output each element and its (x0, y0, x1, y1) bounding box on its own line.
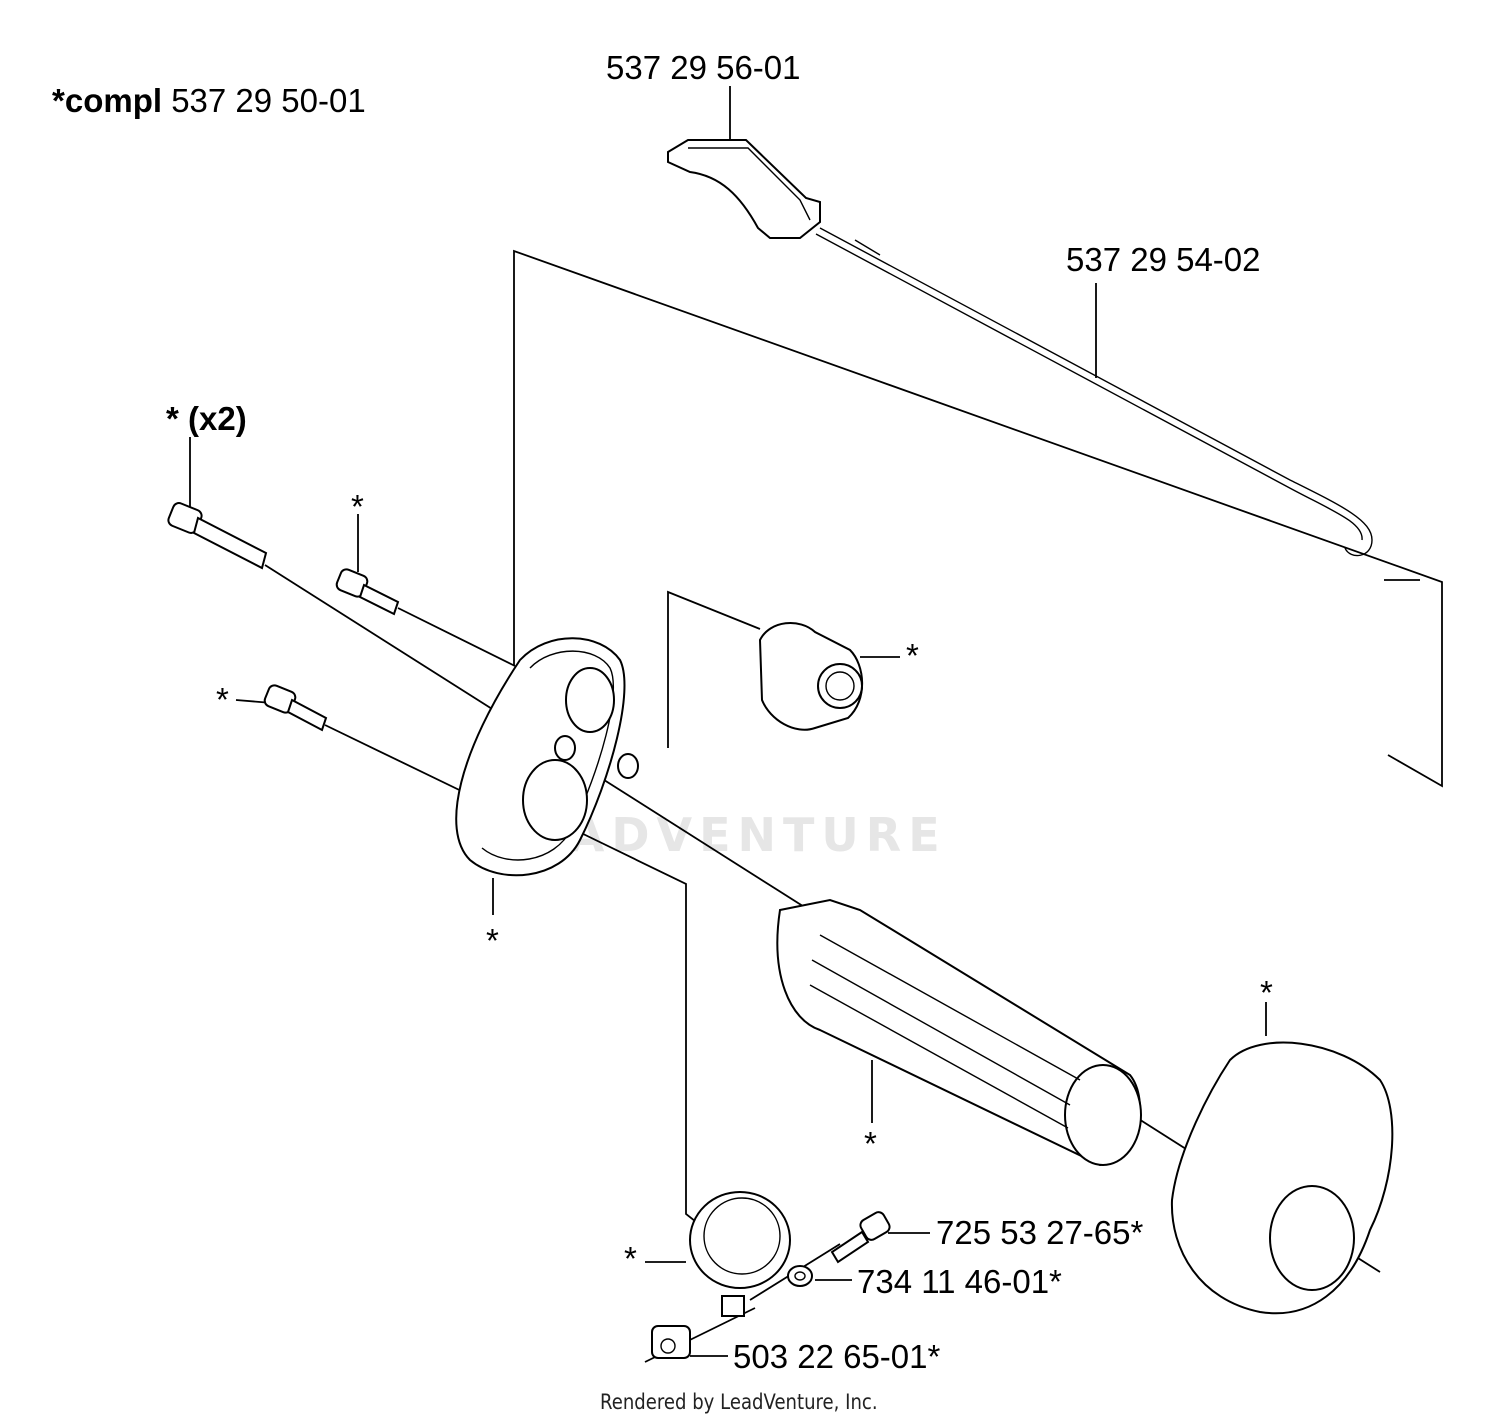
washer-shape (787, 1265, 813, 1287)
screw-shape (830, 1211, 891, 1264)
frame-line-top (513, 249, 1443, 788)
long-screw-shape (167, 502, 268, 570)
marker-end-cap: * (1260, 974, 1273, 1011)
assembly-label: *compl 537 29 50-01 (52, 84, 366, 117)
marker-screw-qty: * (x2) (166, 400, 247, 437)
frame-line-gear (667, 590, 761, 748)
marker-housing: * (486, 922, 499, 959)
nut-shape (651, 1325, 691, 1359)
part-label-washer: 734 11 46-01* (857, 1263, 1062, 1300)
left-screw-shape (263, 684, 328, 732)
marker-left-screw: * (216, 681, 229, 718)
part-label-throttle-trigger: 537 29 56-01 (606, 49, 801, 86)
assembly-prefix: *compl (52, 82, 163, 119)
housing-plate-shape (455, 637, 639, 877)
end-cap-shape (1170, 1041, 1394, 1315)
part-label-nut: 503 22 65-01* (733, 1338, 941, 1375)
assembly-number: 537 29 50-01 (171, 82, 366, 119)
pinion-gear-shape (758, 621, 864, 731)
part-label-screw: 725 53 27-65* (936, 1214, 1144, 1251)
marker-grip: * (864, 1125, 877, 1162)
marker-short-screw: * (351, 488, 364, 525)
throttle-trigger-shape (667, 139, 821, 239)
marker-clamp: * (624, 1240, 637, 1277)
frame-line-clamp (574, 829, 701, 1226)
part-label-throttle-cable: 537 29 54-02 (1066, 241, 1261, 278)
footer-credit: Rendered by LeadVenture, Inc. (600, 1390, 878, 1414)
clamp-shape (689, 1191, 791, 1317)
grip-shape (776, 898, 1142, 1167)
marker-gear: * (906, 637, 919, 674)
short-screw-shape (335, 568, 400, 616)
